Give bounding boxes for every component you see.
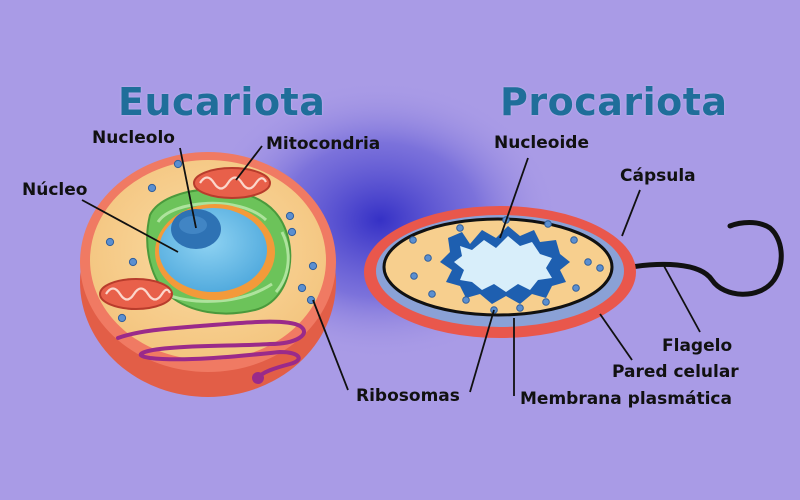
pointer-mitochondria bbox=[235, 145, 263, 181]
pointer-lines bbox=[81, 145, 701, 396]
label-flagellum: Flagelo bbox=[662, 336, 733, 356]
flagellum bbox=[622, 220, 784, 297]
label-plasma-membrane: Membrana plasmática bbox=[520, 389, 732, 409]
label-mitochondria: Mitocondria bbox=[266, 134, 381, 154]
pointer-cell-wall bbox=[599, 313, 633, 361]
pointer-nucleus bbox=[81, 199, 179, 253]
label-nucleoid: Nucleoide bbox=[494, 133, 589, 153]
endoplasmic-reticulum-purple bbox=[116, 319, 307, 380]
eukaryote-title: Eucariota bbox=[118, 80, 326, 124]
pointer-ribosome-pro bbox=[469, 309, 495, 393]
mitochondrion-top bbox=[193, 167, 271, 199]
nucleoid-inner bbox=[454, 236, 552, 292]
pointer-flagellum bbox=[663, 265, 701, 333]
label-nucleolus: Nucleolo bbox=[92, 128, 175, 148]
pointer-nucleoid bbox=[499, 157, 529, 239]
prokaryotic-cell bbox=[364, 206, 784, 338]
mitochondrion-left bbox=[99, 278, 173, 310]
vesicle bbox=[252, 372, 264, 384]
eukaryotic-cell bbox=[80, 152, 336, 397]
label-capsule: Cápsula bbox=[620, 166, 696, 186]
prokaryote-title: Procariota bbox=[500, 80, 728, 124]
label-nucleus: Núcleo bbox=[22, 180, 88, 200]
nucleolus-highlight bbox=[179, 216, 207, 234]
pointer-capsule bbox=[621, 189, 641, 237]
label-ribosomes: Ribosomas bbox=[356, 386, 460, 406]
pointer-nucleolus bbox=[179, 147, 197, 229]
pointer-ribosome-euk bbox=[312, 299, 349, 391]
label-cell-wall: Pared celular bbox=[612, 362, 739, 382]
